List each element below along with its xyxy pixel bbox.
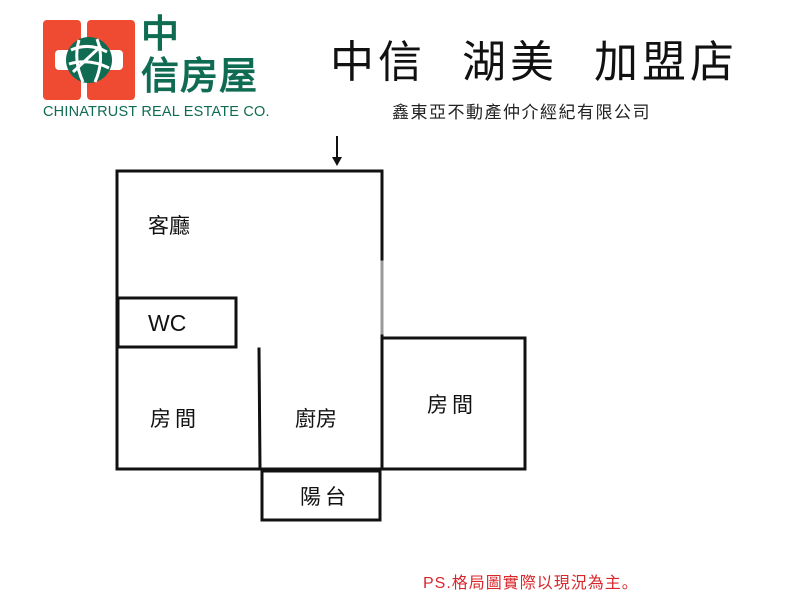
room-label-kitchen: 廚房 xyxy=(295,407,337,431)
room-label-bedroom-left: 房間 xyxy=(150,407,200,431)
company-name: 鑫東亞不動產仲介經紀有限公司 xyxy=(392,103,651,123)
store-title: 中信 湖美 加盟店 xyxy=(330,37,738,88)
room-label-bedroom-right: 房間 xyxy=(427,393,477,417)
disclaimer-note: PS.格局圖實際以現況為主。 xyxy=(423,575,639,592)
room-label-wc: WC xyxy=(148,310,187,336)
logo-chinese-line1: 中 xyxy=(141,12,180,56)
room-label-living-room: 客廳 xyxy=(148,214,190,238)
logo-chinese-line2: 信房屋 xyxy=(141,54,259,98)
globe-emblem-icon xyxy=(43,20,135,100)
down-arrow-icon xyxy=(332,136,342,166)
room-label-balcony: 陽台 xyxy=(300,485,350,509)
logo-english-name: CHINATRUST REAL ESTATE CO. xyxy=(43,104,270,120)
company-logo-emblem xyxy=(43,20,135,100)
